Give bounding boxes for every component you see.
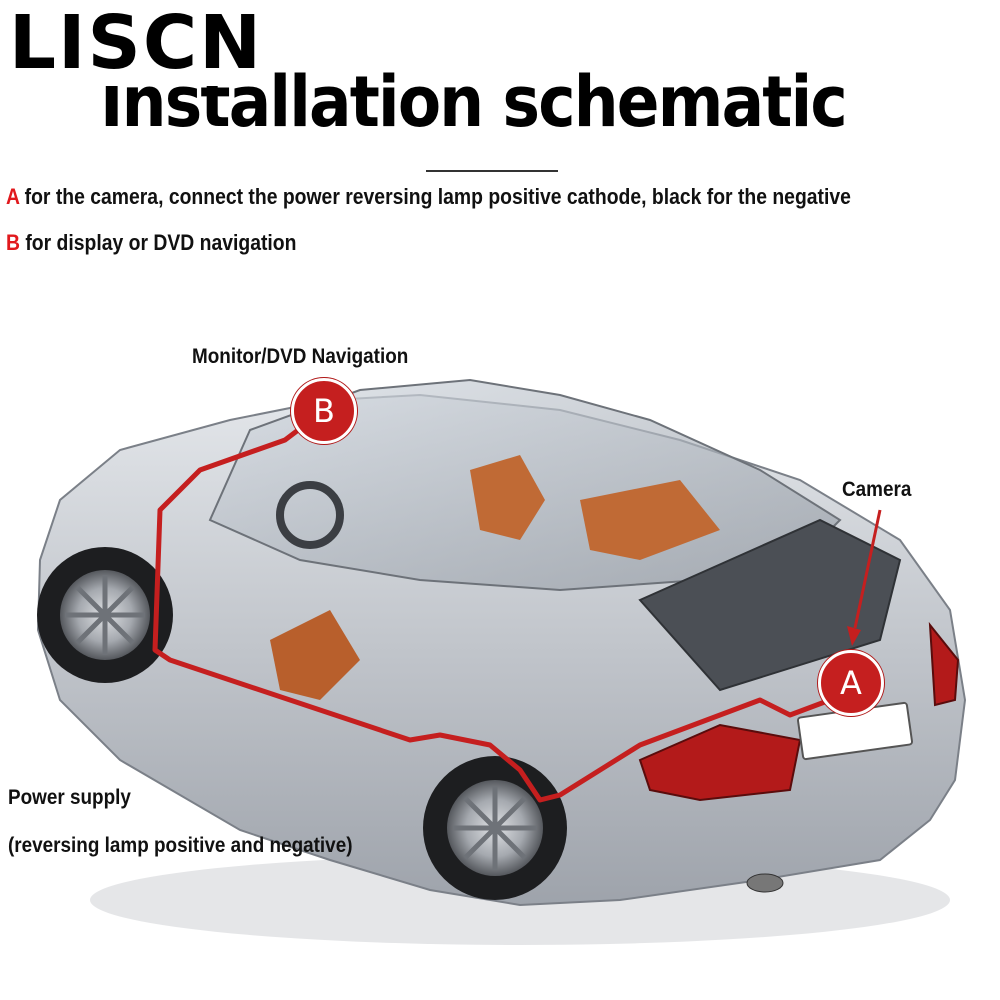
driver-seat: [270, 610, 360, 700]
camera-pointer-arrow: [847, 626, 861, 646]
instruction-a-text: for the camera, connect the power revers…: [19, 184, 851, 209]
instruction-a: A for the camera, connect the power reve…: [6, 184, 851, 210]
badge-b: B: [291, 378, 357, 444]
trunk-opening: [638, 518, 902, 692]
wiring-harness: [152, 413, 854, 803]
front-wheel-spokes: [65, 575, 145, 655]
power-supply-label: Power supply: [8, 786, 131, 809]
front-seat: [470, 455, 545, 540]
instruction-b-text: for display or DVD navigation: [19, 230, 297, 255]
title-divider: [426, 170, 558, 172]
badge-a: A: [818, 650, 884, 716]
instruction-b: B for display or DVD navigation: [6, 230, 296, 256]
tail-lamp-right: [928, 621, 960, 707]
instruction-b-letter: B: [6, 230, 20, 255]
instruction-a-letter: A: [6, 184, 20, 209]
rear-seat: [580, 480, 720, 560]
brand-logo: LISCN: [0, 0, 272, 86]
steering-wheel: [276, 481, 344, 549]
power-supply-detail: (reversing lamp positive and negative): [8, 834, 353, 857]
camera-label: Camera: [842, 478, 912, 501]
camera-pointer: [853, 509, 882, 629]
rear-wheel-spokes: [453, 786, 537, 870]
exhaust-pipe: [746, 873, 784, 893]
tail-lamp: [638, 723, 802, 802]
monitor-label: Monitor/DVD Navigation: [192, 345, 409, 368]
